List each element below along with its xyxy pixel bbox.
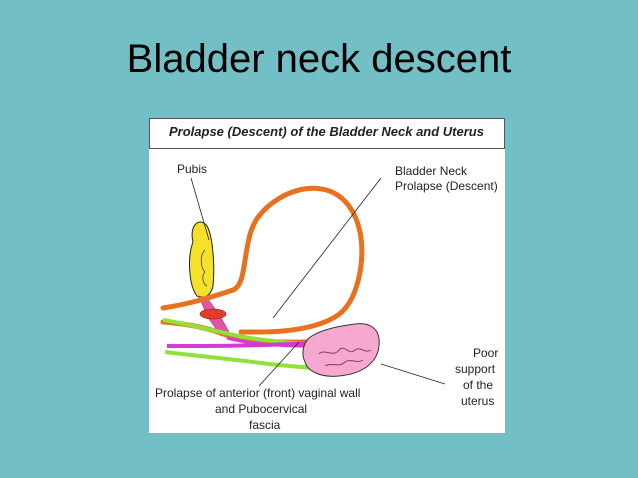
anatomy-illustration — [149, 118, 505, 387]
fascia-rear — [226, 336, 310, 348]
label-poor-1: Poor — [473, 346, 499, 360]
vaginal-wall-upper — [162, 318, 300, 346]
label-vaginal-wall-2: and Pubocervical — [215, 402, 308, 416]
label-poor-4: uterus — [461, 394, 495, 408]
vaginal-wall-lower — [164, 350, 320, 370]
uterus-texture — [318, 347, 372, 355]
figure-heading: Prolapse (Descent) of the Bladder Neck a… — [169, 124, 484, 139]
label-pubis: Pubis — [177, 162, 208, 176]
vaginal-wall-leader — [258, 341, 300, 387]
slide-title: Bladder neck descent — [126, 37, 512, 81]
urethral-tissue — [199, 308, 227, 320]
pubis-leader — [190, 177, 210, 241]
uterus-texture-2 — [324, 359, 364, 367]
label-bladder-neck-2: Prolapse (Descent) — [395, 179, 498, 193]
label-bladder-neck-1: Bladder Neck — [395, 164, 468, 178]
anatomy-diagram: Prolapse (Descent) of the Bladder Neck a… — [149, 118, 505, 433]
label-vaginal-wall-3: fascia — [249, 418, 281, 432]
pubis-bone — [189, 221, 215, 299]
uterus-leader — [380, 363, 446, 385]
label-vaginal-wall-1: Prolapse of anterior (front) vaginal wal… — [155, 386, 361, 400]
bladder-neck-leader — [272, 177, 382, 319]
uterus — [302, 323, 380, 377]
pubis-inner-line — [200, 249, 208, 287]
label-poor-3: of the — [463, 378, 494, 392]
heading-frame — [149, 118, 505, 149]
label-poor-2: support — [455, 362, 496, 376]
bladder-outline — [160, 185, 365, 335]
